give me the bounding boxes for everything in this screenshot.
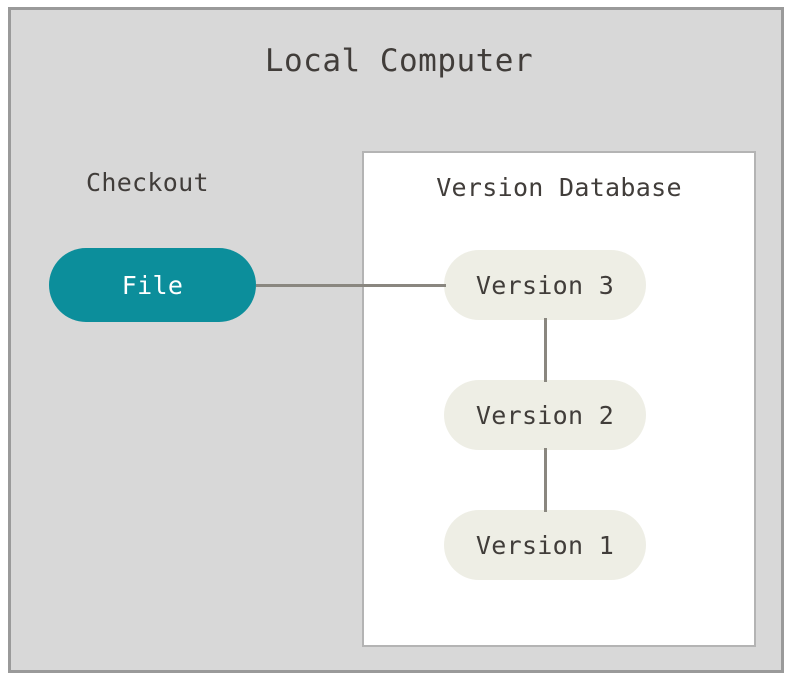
version-database-title: Version Database: [436, 173, 682, 202]
connector-file-to-version3: [256, 284, 446, 287]
file-node-label: File: [121, 270, 184, 300]
connector-version2-to-version1: [544, 448, 547, 512]
checkout-label: Checkout: [86, 168, 209, 197]
file-node[interactable]: File: [49, 248, 256, 322]
version-node-1[interactable]: Version 1: [444, 510, 646, 580]
version-node-3[interactable]: Version 3: [444, 250, 646, 320]
connector-version3-to-version2: [544, 318, 547, 382]
local-computer-frame: Local Computer Checkout Version Database: [8, 7, 784, 673]
version-node-1-label: Version 1: [475, 530, 615, 560]
version-node-2-label: Version 2: [475, 400, 615, 430]
local-computer-title: Local Computer: [264, 43, 534, 79]
version-node-2[interactable]: Version 2: [444, 380, 646, 450]
version-node-3-label: Version 3: [475, 270, 615, 300]
